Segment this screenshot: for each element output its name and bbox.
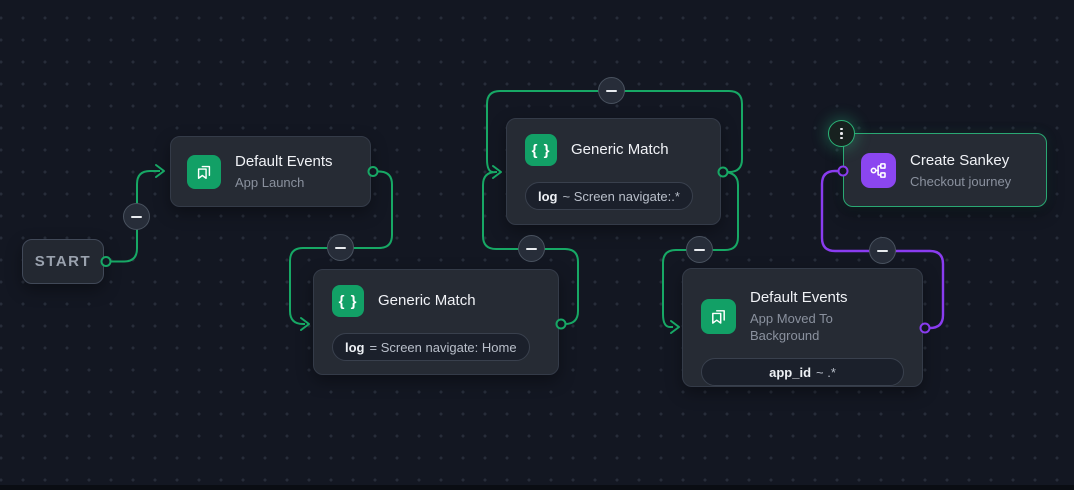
kebab-icon (840, 127, 843, 131)
arrowhead-into-default-events-2 (670, 320, 680, 334)
start-node[interactable]: START (22, 239, 104, 284)
filter-key: log (345, 339, 365, 355)
arrowhead-into-default-events-1 (155, 164, 165, 178)
bookmark-icon (701, 298, 736, 334)
default-events-node-app-launch[interactable]: Default Events App Launch (170, 136, 371, 207)
node-options-kebab-button[interactable] (828, 120, 855, 147)
default-events-node-app-moved-to-background[interactable]: Default Events App Moved To Background a… (682, 268, 923, 387)
sankey-icon (861, 152, 896, 188)
braces-icon: { } (525, 134, 557, 166)
kebab-icon (840, 132, 843, 135)
remove-connection-button[interactable] (686, 236, 713, 263)
filter-expression: = Screen navigate: Home (369, 339, 517, 355)
remove-connection-button[interactable] (518, 235, 545, 262)
filter-key: log (538, 188, 558, 204)
create-sankey-node[interactable]: Create Sankey Checkout journey (843, 133, 1047, 207)
minus-icon (694, 248, 705, 251)
filter-chip: log = Screen navigate: Home (332, 333, 530, 361)
node-subtitle: Checkout journey (910, 173, 1012, 189)
arrowhead-into-generic-match-top (492, 165, 502, 179)
kebab-icon (840, 136, 843, 140)
canvas-bottom-edge (0, 485, 1074, 490)
node-title: Generic Match (571, 141, 669, 158)
generic-match-node-top[interactable]: { } Generic Match log ~ Screen navigate:… (506, 118, 721, 225)
generic-match-node-bottom[interactable]: { } Generic Match log = Screen navigate:… (313, 269, 559, 375)
node-title: Create Sankey (910, 151, 1010, 169)
node-title: Generic Match (378, 292, 476, 309)
remove-connection-button[interactable] (869, 237, 896, 264)
filter-expression: ~ Screen navigate:.* (562, 188, 680, 204)
start-node-label: START (34, 253, 92, 270)
node-title: Default Events (235, 153, 333, 170)
filter-chip: app_id ~ .* (701, 358, 904, 386)
arrowhead-into-generic-match-bottom (300, 317, 310, 331)
remove-connection-button[interactable] (598, 77, 625, 104)
minus-icon (526, 247, 537, 250)
bookmark-icon (187, 154, 221, 189)
filter-expression: ~ .* (816, 364, 836, 380)
node-title: Default Events (750, 289, 848, 306)
node-subtitle: App Launch (235, 175, 305, 190)
remove-connection-button[interactable] (327, 234, 354, 261)
braces-icon: { } (332, 285, 364, 317)
node-subtitle: App Moved To Background (750, 311, 833, 343)
minus-icon (131, 215, 142, 218)
minus-icon (606, 89, 617, 92)
remove-connection-button[interactable] (123, 203, 150, 230)
filter-chip: log ~ Screen navigate:.* (525, 182, 693, 210)
minus-icon (335, 246, 346, 249)
filter-key: app_id (769, 364, 812, 380)
minus-icon (877, 249, 888, 252)
